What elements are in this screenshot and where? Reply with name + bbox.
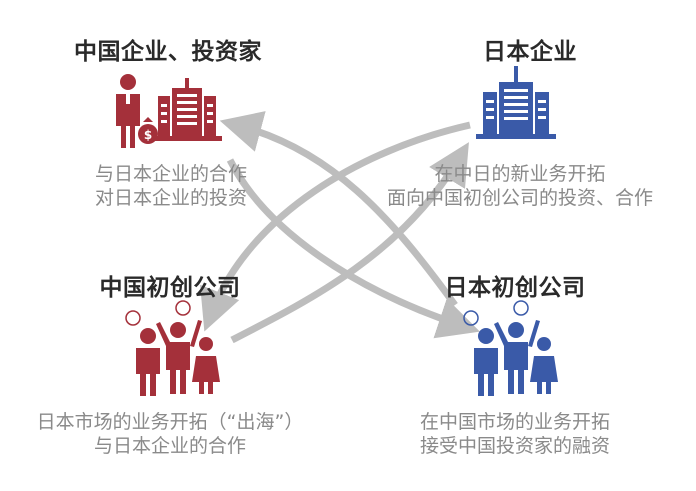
desc-line: 与日本企业的合作 xyxy=(93,435,246,457)
desc-line: 对日本企业的投资 xyxy=(94,187,247,209)
desc-line: 在中国市场的业务开拓 xyxy=(419,411,610,433)
desc-line: 面向中国初创公司的投资、合作 xyxy=(386,187,653,209)
node-desc-jp-corp: 在中日的新业务开拓 面向中国初创公司的投资、合作 xyxy=(355,162,685,210)
node-title-cn-startup: 中国初创公司 xyxy=(99,275,241,301)
desc-line: 在中日的新业务开拓 xyxy=(434,163,606,185)
team-people-icon xyxy=(474,320,558,396)
arrow-cn-corp-to-jp-startup xyxy=(226,158,480,339)
node-title-cn-corp: 中国企业、投资家 xyxy=(74,39,262,65)
desc-line: 日本市场的业务开拓（“出海”） xyxy=(36,411,304,433)
arrow-cn-startup-to-jp-corp xyxy=(230,142,469,344)
desc-line: 与日本企业的合作 xyxy=(94,163,247,185)
node-title-jp-startup: 日本初创公司 xyxy=(444,275,586,301)
node-desc-jp-startup: 在中国市场的业务开拓 接受中国投资家的融资 xyxy=(380,410,650,458)
svg-text:$: $ xyxy=(144,128,152,142)
office-building-icon xyxy=(152,78,222,141)
node-desc-cn-corp: 与日本企业的合作 对日本企业的投资 xyxy=(56,162,286,210)
team-people-icon xyxy=(136,320,220,396)
lightbulb-icon xyxy=(125,300,191,326)
node-desc-cn-startup: 日本市场的业务开拓（“出海”） 与日本企业的合作 xyxy=(10,410,330,458)
arrow-jp-corp-to-cn-startup xyxy=(200,121,471,332)
arrow-jp-startup-to-cn-corp xyxy=(219,111,458,308)
lightbulb-icon xyxy=(463,300,529,326)
office-building-icon xyxy=(476,66,556,139)
node-title-jp-corp: 日本企业 xyxy=(483,39,577,65)
businessman-icon xyxy=(116,74,140,148)
desc-line: 接受中国投资家的融资 xyxy=(419,435,610,457)
